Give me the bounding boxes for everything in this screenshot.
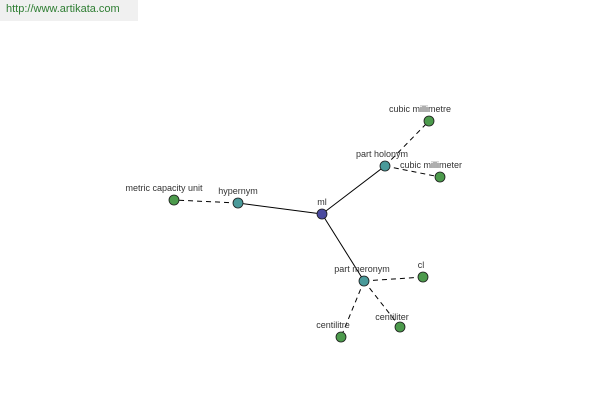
site-url-text[interactable]: http://www.artikata.com xyxy=(6,3,120,15)
graph-node-centilitre[interactable]: centilitre xyxy=(316,320,350,343)
edge-part-meronym-centiliter xyxy=(363,280,401,328)
graph-node-part-meronym[interactable]: part meronym xyxy=(334,264,390,287)
center-node-circle[interactable] xyxy=(316,208,328,220)
graph-node-cubic-millimeter[interactable]: cubic millimeter xyxy=(400,160,462,183)
graph-node-cl[interactable]: cl xyxy=(417,260,429,283)
leaf-node-label[interactable]: cubic millimeter xyxy=(400,160,462,170)
graph-node-centiliter[interactable]: centiliter xyxy=(375,312,409,333)
edge-part-meronym-centilitre xyxy=(340,280,365,338)
site-url-banner[interactable]: http://www.artikata.com xyxy=(0,0,138,21)
leaf-node-label[interactable]: cl xyxy=(418,260,425,270)
leaf-node-circle[interactable] xyxy=(168,194,180,206)
leaf-node-circle[interactable] xyxy=(423,115,435,127)
relation-node-circle[interactable] xyxy=(358,275,370,287)
edge-part-meronym-cl xyxy=(363,276,424,282)
leaf-node-circle[interactable] xyxy=(394,321,406,333)
edge-ml-hypernym xyxy=(237,202,323,215)
graph-node-ml[interactable]: ml xyxy=(316,197,328,220)
edge-part-holonym-cubic-millimeter xyxy=(384,165,441,178)
center-node-label[interactable]: ml xyxy=(317,197,327,207)
edge-hypernym-metric-capacity-unit xyxy=(173,199,239,204)
leaf-node-circle[interactable] xyxy=(335,331,347,343)
graph-node-metric-capacity-unit[interactable]: metric capacity unit xyxy=(125,183,203,206)
relation-node-circle[interactable] xyxy=(379,160,391,172)
leaf-node-label[interactable]: metric capacity unit xyxy=(125,183,203,193)
edge-ml-part-meronym xyxy=(321,213,365,282)
graph-edges xyxy=(173,120,441,338)
graph-node-hypernym[interactable]: hypernym xyxy=(218,186,258,209)
graph-node-part-holonym[interactable]: part holonym xyxy=(356,149,408,172)
leaf-node-label[interactable]: cubic millimetre xyxy=(389,104,451,114)
graph-nodes: metric capacity unit cubic millimetre cubi… xyxy=(125,104,462,343)
leaf-node-circle[interactable] xyxy=(417,271,429,283)
relation-node-circle[interactable] xyxy=(232,197,244,209)
relation-node-label[interactable]: part holonym xyxy=(356,149,408,159)
edge-part-holonym-cubic-millimetre xyxy=(384,120,430,167)
edge-ml-part-holonym xyxy=(321,165,386,215)
leaf-node-label[interactable]: centiliter xyxy=(375,312,409,322)
relation-node-label[interactable]: part meronym xyxy=(334,264,390,274)
leaf-node-label[interactable]: centilitre xyxy=(316,320,350,330)
relation-node-label[interactable]: hypernym xyxy=(218,186,258,196)
graph-node-cubic-millimetre[interactable]: cubic millimetre xyxy=(389,104,451,127)
leaf-node-circle[interactable] xyxy=(434,171,446,183)
